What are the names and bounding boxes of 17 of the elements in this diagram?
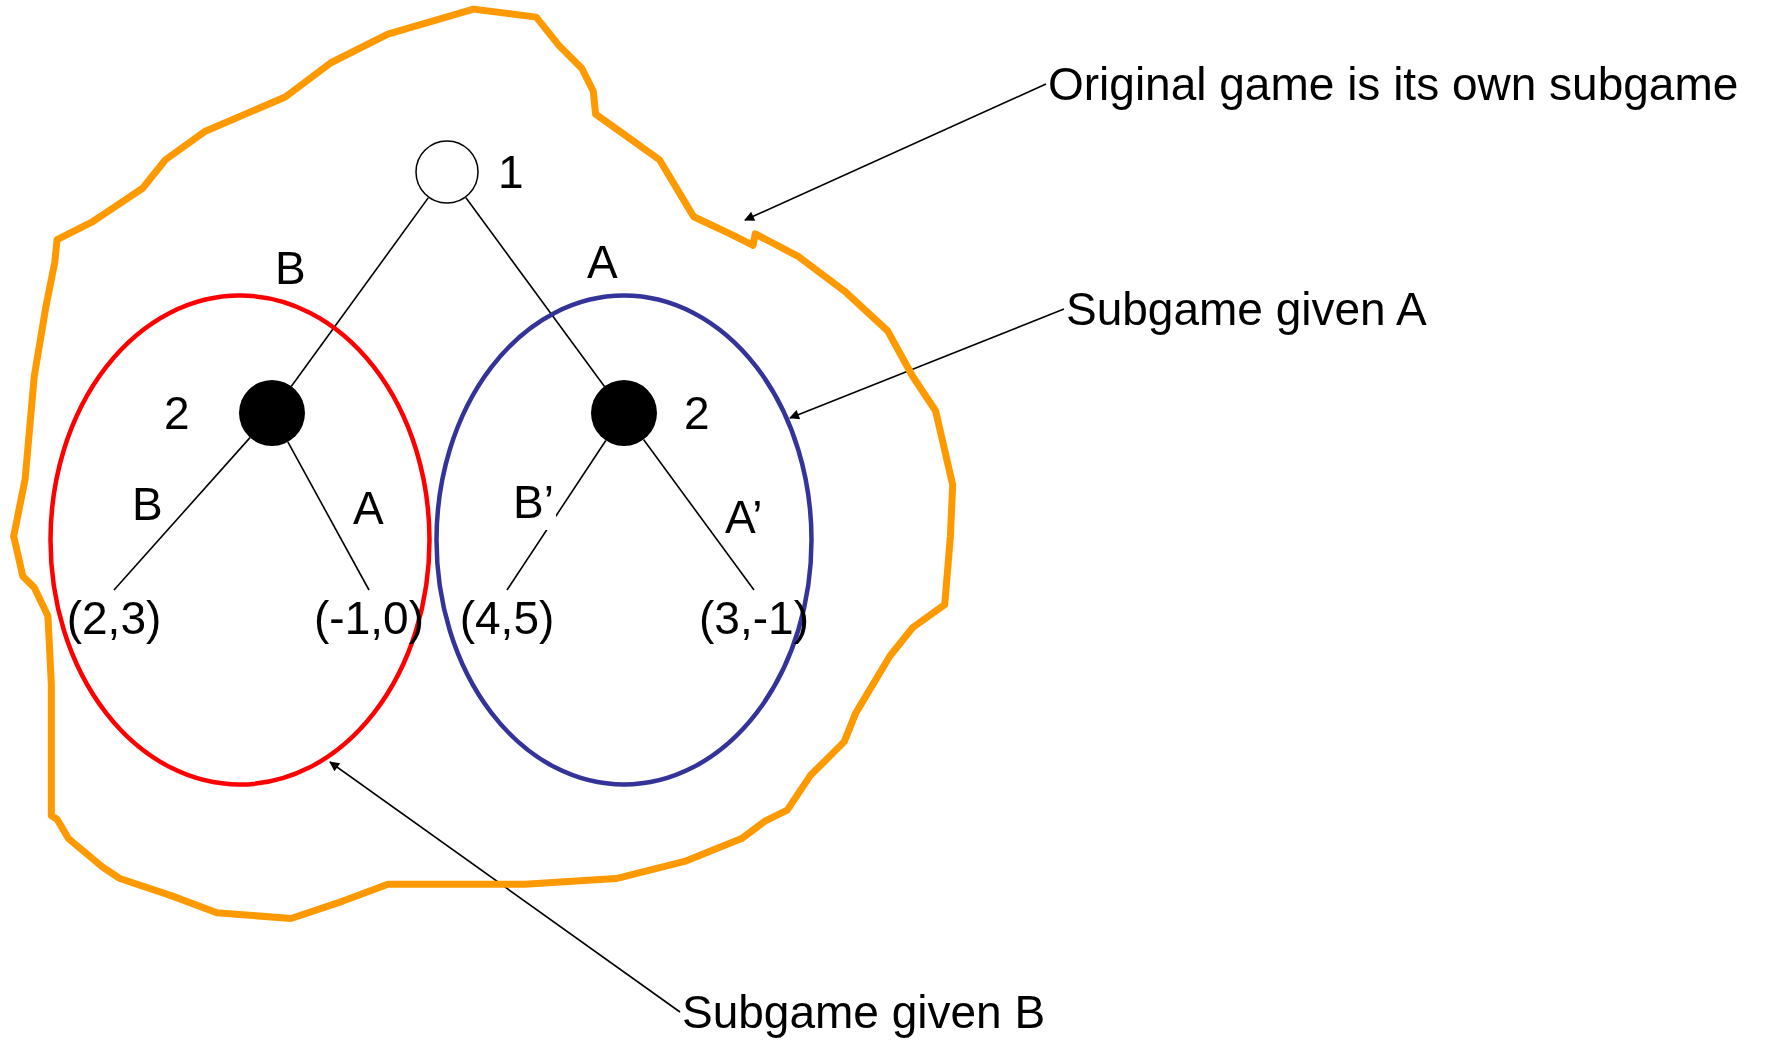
payoff-label: (2,3) (65, 591, 163, 646)
tree-branch-line (290, 197, 429, 388)
payoff-label: (4,5) (458, 591, 556, 646)
tree-branch-line (113, 436, 251, 591)
callout-text: Subgame given A (1066, 282, 1428, 337)
tree-branch-line (465, 197, 606, 388)
tree-branch-line (506, 439, 607, 591)
tree-branch-line (642, 438, 755, 591)
leader-arrow (744, 83, 1047, 221)
player-number: 2 (164, 386, 190, 441)
player-number: 2 (684, 386, 710, 441)
player-number: 1 (498, 145, 524, 200)
leader-arrow (329, 761, 681, 1013)
callout-text: Original game is its own subgame (1048, 57, 1740, 112)
leader-arrow (789, 308, 1065, 420)
callout-text: Subgame given B (682, 985, 1047, 1040)
tree-branch-line (287, 441, 370, 591)
